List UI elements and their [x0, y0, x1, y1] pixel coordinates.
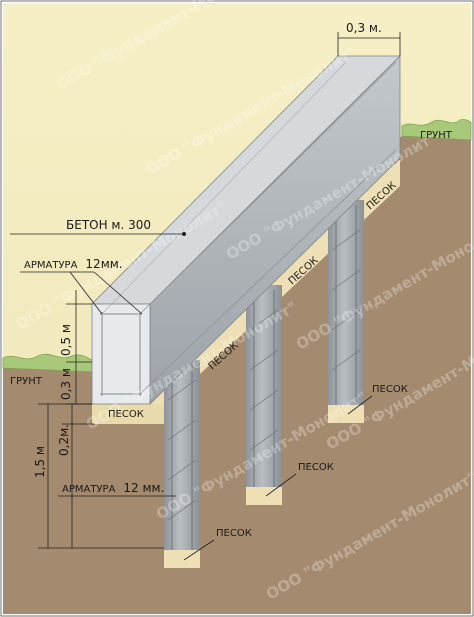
concrete-leader-dot	[182, 232, 186, 236]
rebar-bottom-label: АРМАТУРА 12 мм.	[62, 479, 164, 496]
sand-leader-pile-left	[183, 539, 215, 561]
rebar-top-label: АРМАТУРА 12мм.	[24, 255, 123, 272]
concrete-beam	[91, 55, 401, 405]
pile-left	[164, 360, 200, 568]
width-dim-label: 0,3 м.	[346, 21, 382, 35]
pile-middle	[246, 285, 282, 505]
ground-label-right: ГРУНТ	[420, 130, 453, 141]
sand-label-pile-right: ПЕСОК	[372, 384, 408, 395]
sand-leader-pile-right	[347, 395, 373, 415]
sand-leader-pile-middle	[265, 473, 297, 497]
rebar-top-leader-diag	[93, 271, 143, 315]
concrete-grade-label: БЕТОН м. 300	[66, 218, 151, 232]
grass-right	[401, 119, 472, 141]
pile-right	[328, 200, 364, 423]
ground-label-left: ГРУНТ	[10, 376, 43, 387]
sand-bed-shadow	[92, 404, 168, 424]
rebar-top-leader-diag2	[69, 271, 103, 315]
sand-label-pile-left: ПЕСОК	[216, 528, 252, 539]
sand-depth-label: 0,2м.	[57, 424, 71, 456]
beam-height-label: 0,5 м	[59, 324, 73, 356]
sand-label-pile-middle: ПЕСОК	[298, 462, 334, 473]
sand-label-beam-left: ПЕСОК	[108, 409, 144, 420]
above-ground-label: 0,3 м	[59, 368, 73, 400]
pile-depth-label: 1,5 м	[33, 446, 47, 478]
